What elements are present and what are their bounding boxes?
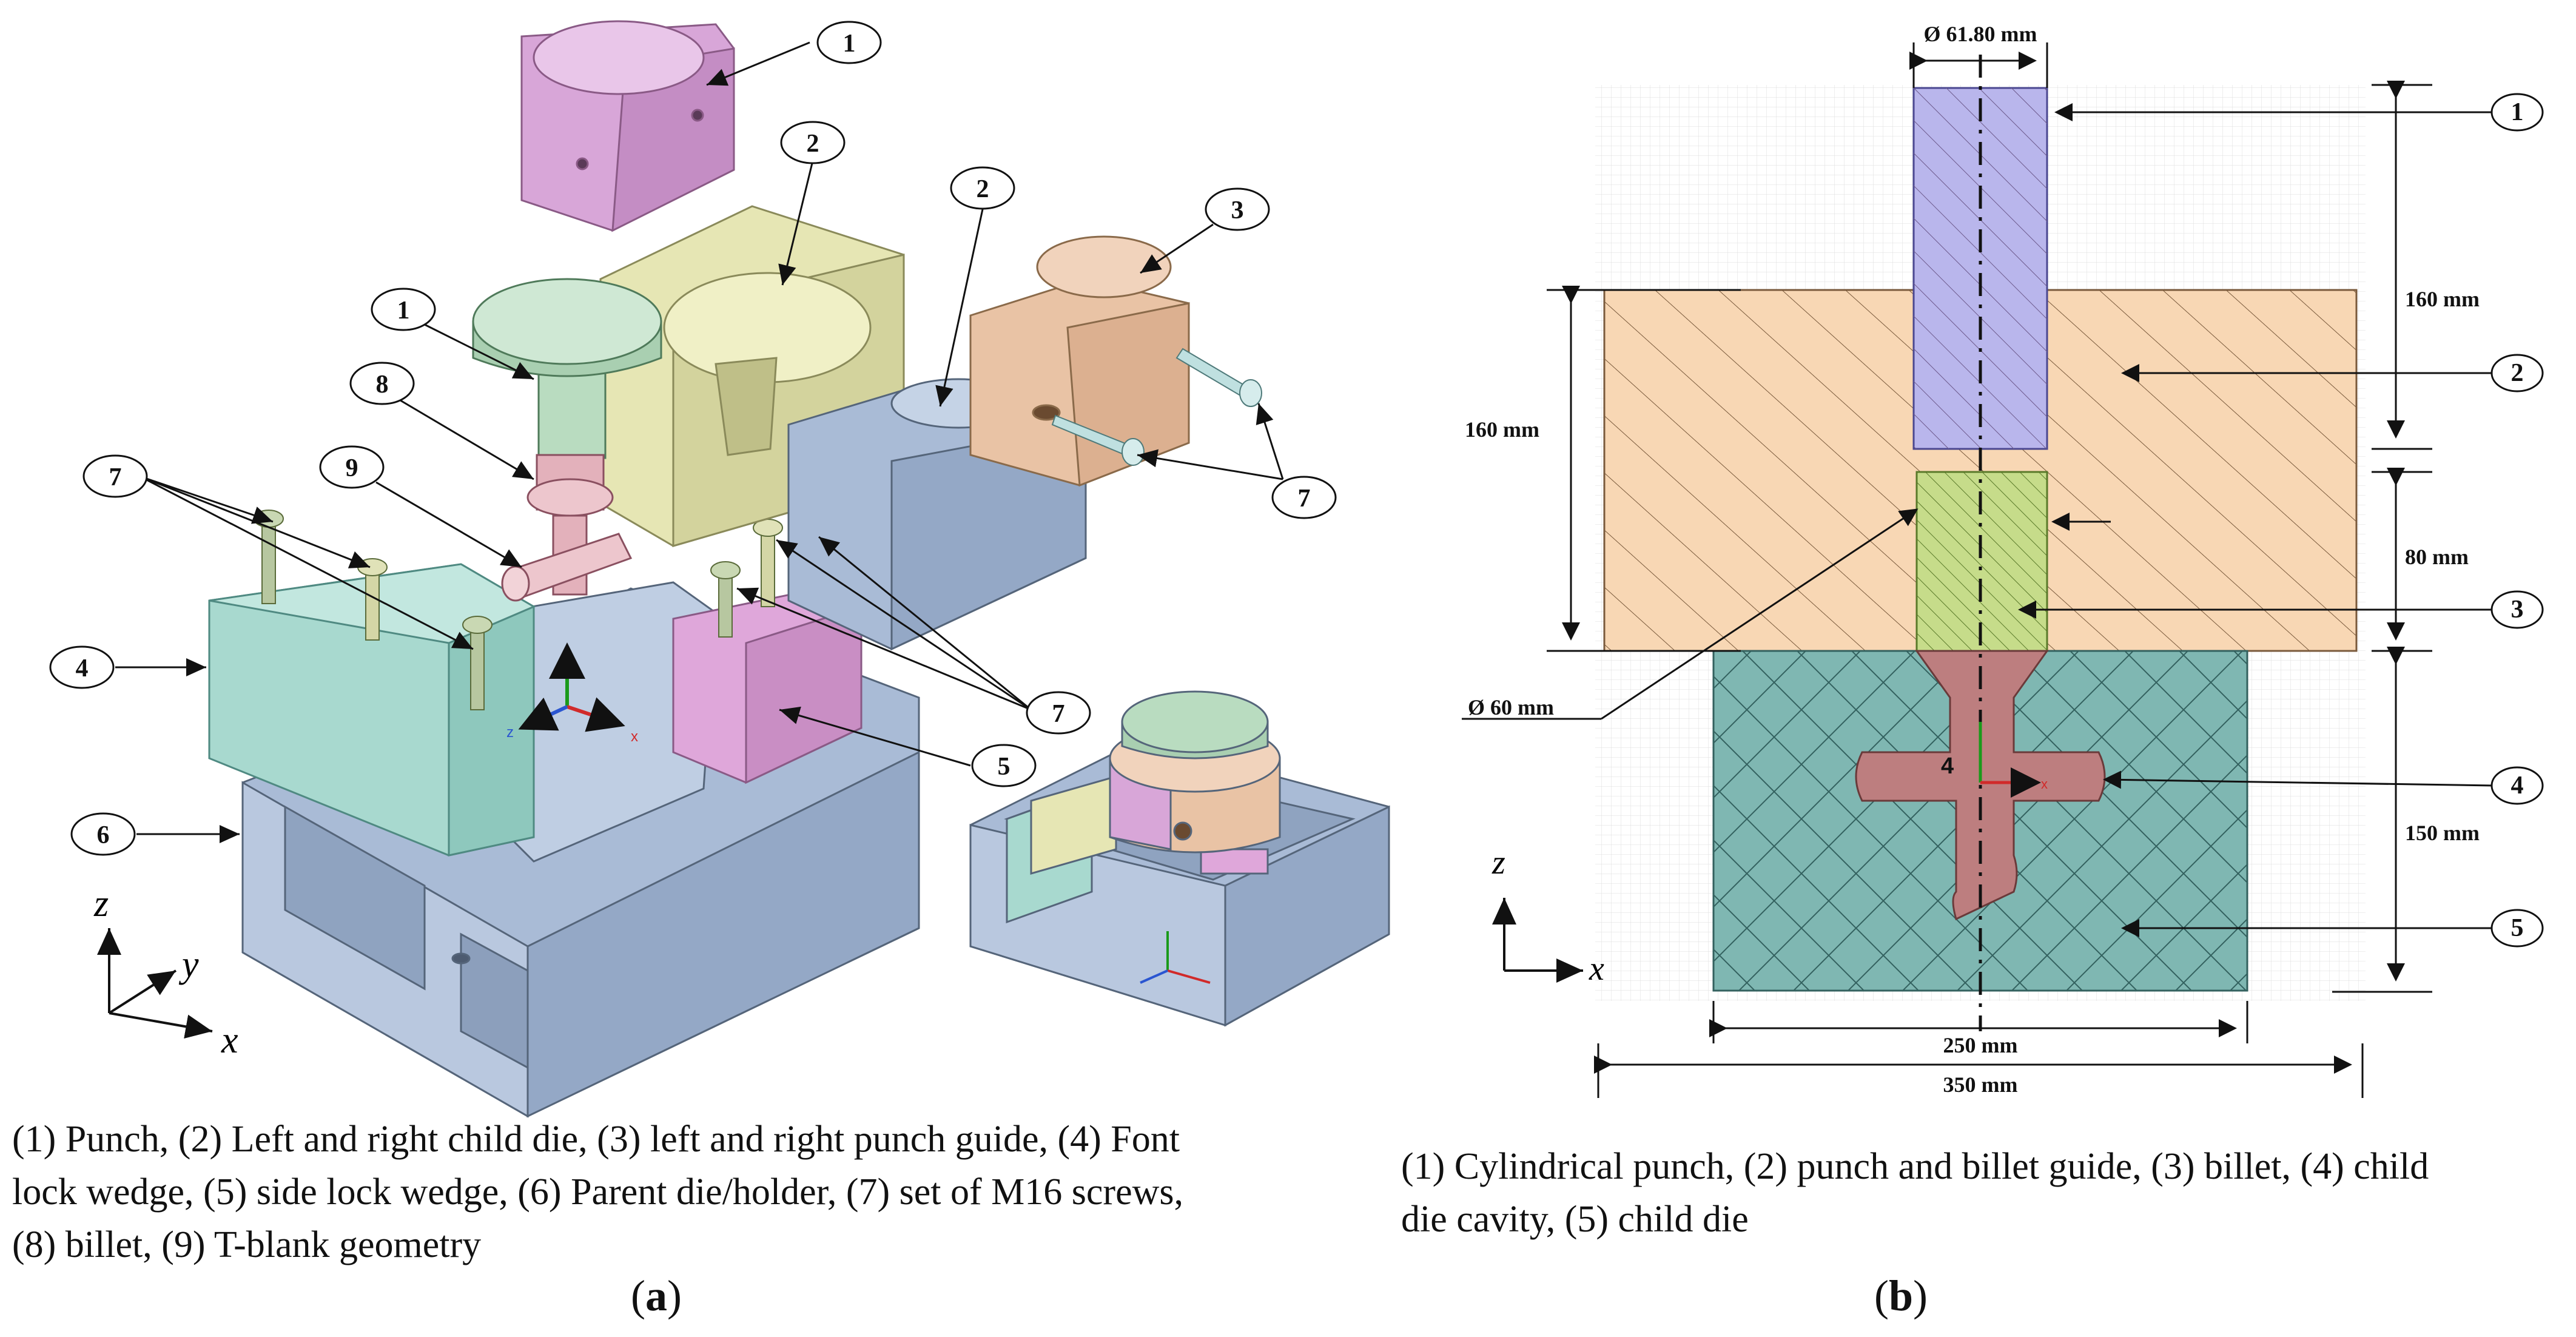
panel-a-axes: z y x — [93, 883, 238, 1061]
subfigure-label-a: (a) — [631, 1271, 682, 1320]
panel-b-section: x 4 Ø 61.80 mm 160 mm 80 mm 150 mm — [1462, 22, 2544, 1098]
axis-b-z-label: z — [1491, 844, 1505, 881]
center-triad-z-label: z — [506, 724, 514, 741]
callout-b-4: 4 — [2511, 772, 2524, 800]
cavity-triad: x 4 — [1941, 722, 2048, 798]
axis-x-label: x — [221, 1020, 238, 1061]
subfigure-label-b-letter: b — [1888, 1271, 1914, 1320]
dim-guide-height: 160 mm — [1465, 286, 1741, 652]
callout-7-center: 7 — [1052, 700, 1065, 728]
callout-3-top: 1 — [843, 30, 856, 58]
cavity-triad-x: x — [2041, 776, 2048, 792]
callout-7-right: 7 — [1298, 485, 1311, 513]
caption-a: (1) Punch, (2) Left and right child die,… — [12, 1113, 1371, 1271]
panel-b-axes: z x — [1491, 844, 1604, 988]
callout-b-2: 2 — [2511, 359, 2524, 387]
callout-7-left: 7 — [109, 463, 122, 491]
callout-3-right: 3 — [1231, 197, 1244, 224]
callout-b-1: 1 — [2511, 98, 2524, 126]
callout-5: 5 — [998, 753, 1011, 781]
callout-1-label: 1 — [397, 297, 410, 325]
dim-punch-height-text: 160 mm — [2405, 287, 2480, 311]
panel-a-callouts: 1 2 2 3 1 8 9 — [49, 21, 1337, 856]
callout-b-3: 3 — [2511, 596, 2524, 624]
dim-bottom: 250 mm 350 mm — [1594, 1001, 2364, 1098]
dim-top-diameter: Ø 61.80 mm — [1909, 22, 2048, 88]
panel-a-assembly: x z — [49, 20, 1390, 1118]
inset-triad — [1140, 931, 1211, 984]
subfigure-label-a-letter: a — [645, 1271, 667, 1320]
axis-z-label: z — [93, 883, 109, 924]
caption-a-line-1: (1) Punch, (2) Left and right child die,… — [12, 1119, 1180, 1160]
callout-9: 9 — [346, 454, 358, 482]
caption-b-line-1: (1) Cylindrical punch, (2) punch and bil… — [1401, 1146, 2429, 1187]
dim-die-height-text: 150 mm — [2405, 821, 2480, 845]
left-punch-guide — [520, 20, 735, 232]
callout-4: 4 — [76, 655, 89, 682]
dim-top-diameter-text: Ø 61.80 mm — [1924, 22, 2037, 46]
callout-2-left: 2 — [807, 130, 819, 158]
callout-b-5: 5 — [2511, 914, 2524, 942]
axis-b-x-label: x — [1589, 950, 1604, 988]
dim-right-stack: 160 mm 80 mm 150 mm — [2332, 81, 2480, 993]
right-punch-guide — [969, 235, 1190, 487]
dim-guide-height-text: 160 mm — [1465, 417, 1539, 442]
caption-a-line-2: lock wedge, (5) side lock wedge, (6) Par… — [12, 1171, 1183, 1213]
panel-b-callouts: 1 2 3 4 5 — [2018, 93, 2544, 948]
caption-a-line-3: (8) billet, (9) T-blank geometry — [12, 1224, 482, 1265]
dim-billet-diameter-text: Ø 60 mm — [1468, 695, 1554, 719]
t-blank — [501, 514, 633, 602]
billet — [526, 454, 614, 517]
assembled-die-inset — [969, 690, 1390, 1027]
subfigure-label-b: (b) — [1874, 1271, 1928, 1320]
dim-billet-height-text: 80 mm — [2405, 545, 2469, 569]
callout-6: 6 — [97, 821, 110, 849]
cavity-label: 4 — [1941, 753, 1954, 779]
center-triad: x z — [506, 642, 638, 745]
dim-total-width-text: 350 mm — [1943, 1073, 2018, 1097]
center-triad-x-label: x — [631, 729, 638, 745]
callout-2-right: 2 — [977, 175, 989, 203]
caption-b-line-2: die cavity, (5) child die — [1401, 1198, 1749, 1240]
callout-8: 8 — [376, 371, 389, 399]
dim-die-width-text: 250 mm — [1943, 1033, 2018, 1057]
dim-billet-diameter: Ø 60 mm — [1462, 508, 2111, 720]
caption-b: (1) Cylindrical punch, (2) punch and bil… — [1401, 1140, 2572, 1246]
axis-y-label: y — [178, 944, 199, 985]
